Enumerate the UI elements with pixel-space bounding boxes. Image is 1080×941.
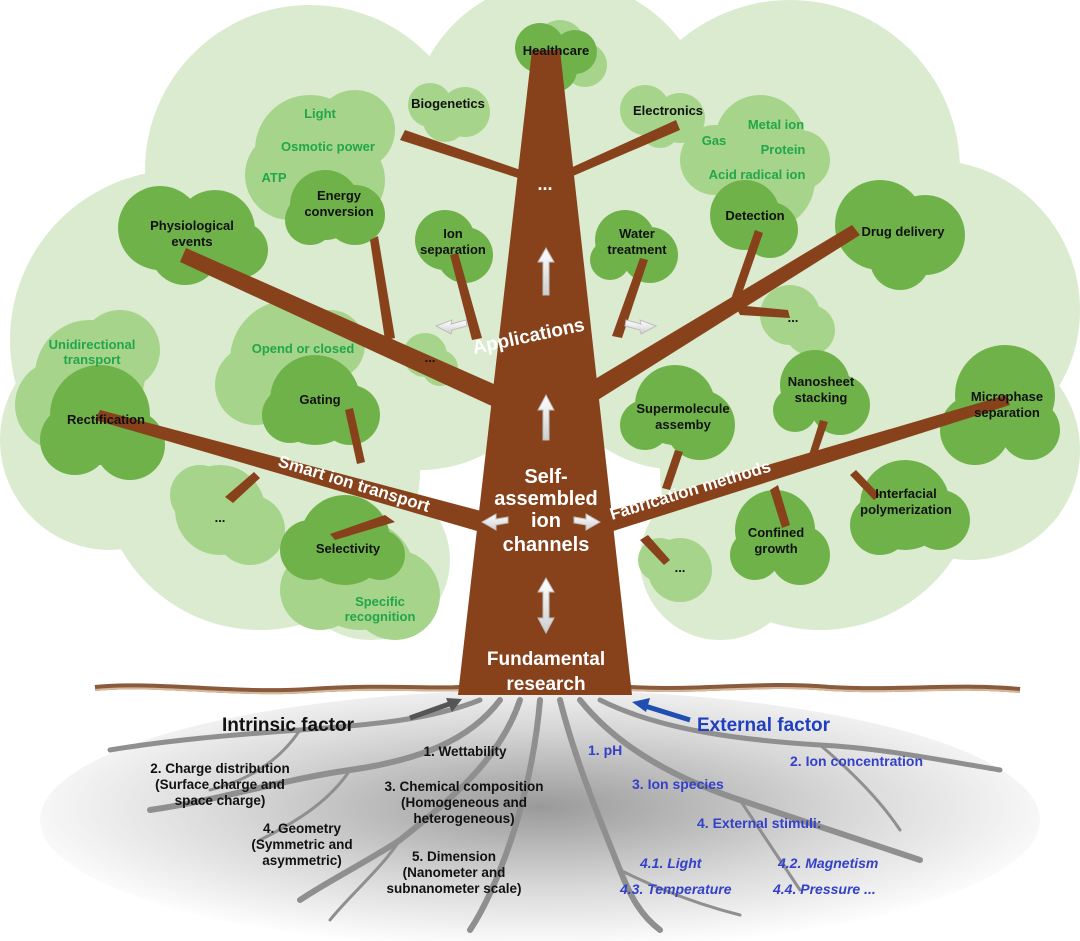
root-labels: Intrinsic factor External factor 1. Wett… [150,715,923,897]
external-1: 1. pH [588,742,622,758]
leaf-healthcare: Healthcare [523,43,589,58]
leaf-electronics: Electronics [633,103,703,118]
arrow-up-top-icon [537,246,555,296]
intrinsic-2c: space charge) [175,793,266,808]
external-4-4: 4.4. Pressure ... [772,881,876,897]
fundamental-line1: Fundamental [487,649,605,670]
leaf-rectification: Rectification [67,412,145,427]
applications-leaves: Healthcare Biogenetics Electronics Physi… [150,43,945,365]
center-line2: assembled [494,488,597,510]
external-arrow-icon [644,703,691,723]
fundamental-line2: research [506,674,585,695]
arrow-left-smart-icon [480,513,509,531]
fabrication-leaves: Supermolecule assemby Nanosheet stacking… [636,374,1043,575]
sub-light: Light [304,106,336,121]
leaf-more-right: ... [788,310,799,325]
center-line1: Self- [524,466,567,488]
sub-opend: Opend or closed [252,341,355,356]
sub-specific-2: recognition [345,609,416,624]
leaf-nano-1: Nanosheet [788,374,855,389]
external-4-2: 4.2. Magnetism [777,855,878,871]
intrinsic-3a: 3. Chemical composition [384,779,543,794]
leaf-water-2: treatment [607,242,667,257]
trunk [95,50,1010,695]
leaf-energy-1: Energy [317,188,362,203]
external-title: External factor [697,715,831,736]
leaf-inter-2: polymerization [860,502,952,517]
arrow-right-fab-icon [573,513,602,531]
external-4-3: 4.3. Temperature [619,881,732,897]
external-2: 2. Ion concentration [790,753,923,769]
leaf-ionsep-2: separation [420,242,486,257]
leaf-confined-2: growth [754,541,797,556]
leaf-inter-1: Interfacial [875,486,936,501]
sub-specific-1: Specific [355,594,405,609]
sub-atp: ATP [261,170,286,185]
sub-unidir-2: transport [63,352,121,367]
intrinsic-1: 1. Wettability [423,744,507,759]
leaf-physio-2: events [171,234,212,249]
sub-gas: Gas [702,133,727,148]
factor-arrows [409,698,691,723]
intrinsic-4b: (Symmetric and [251,837,352,852]
intrinsic-3c: heterogeneous) [413,811,514,826]
center-line4: channels [503,534,590,556]
sub-acid: Acid radical ion [709,167,806,182]
leaf-energy-2: conversion [304,204,373,219]
intrinsic-arrow-icon [409,700,453,721]
leaf-water-1: Water [619,226,655,241]
intrinsic-4a: 4. Geometry [263,821,342,836]
arrow-updown-icon [537,576,555,635]
leaf-supra-1: Supermolecule [636,401,729,416]
top-more-label: ... [537,174,552,194]
sub-osmotic: Osmotic power [281,139,375,154]
sub-protein: Protein [761,142,806,157]
intrinsic-title: Intrinsic factor [222,715,355,736]
leaf-selectivity: Selectivity [316,541,381,556]
external-3: 3. Ion species [632,776,724,792]
leaf-more-left: ... [425,350,436,365]
leaf-drug: Drug delivery [861,224,945,239]
leaf-detection: Detection [725,208,784,223]
leaf-micro-2: separation [974,405,1040,420]
leaf-physio-1: Physiological [150,218,234,233]
leaf-ionsep-1: Ion [443,226,463,241]
intrinsic-5a: 5. Dimension [412,849,496,864]
intrinsic-3b: (Homogeneous and [401,795,527,810]
leaf-supra-2: assemby [655,417,711,432]
leaf-micro-1: Microphase [971,389,1043,404]
intrinsic-4c: asymmetric) [262,853,342,868]
flow-arrows [434,246,658,635]
intrinsic-2b: (Surface charge and [155,777,285,792]
leaf-gating: Gating [299,392,340,407]
external-4-1: 4.1. Light [639,855,703,871]
leaf-fab-more: ... [675,560,686,575]
applications-subtopics: Light Osmotic power ATP Gas Metal ion Pr… [261,106,805,185]
intrinsic-5c: subnanometer scale) [386,881,521,896]
sub-metal: Metal ion [748,117,804,132]
leaf-nano-2: stacking [795,390,848,405]
leaf-confined-1: Confined [748,525,804,540]
intrinsic-5b: (Nanometer and [403,865,506,880]
dark-leaf-clusters [40,23,1060,585]
leaf-smart-more: ... [215,510,226,525]
arrow-left-app-icon [434,319,468,335]
external-4: 4. External stimuli: [697,815,821,831]
center-line3: ion [531,510,561,532]
trunk-labels: Self- assembled ion channels Fundamental… [487,174,605,695]
sub-unidir-1: Unidirectional [49,337,136,352]
arrow-up-mid-icon [537,393,555,441]
leaf-biogenetics: Biogenetics [411,96,485,111]
smart-leaves: Rectification Unidirectional transport G… [49,337,416,624]
intrinsic-2a: 2. Charge distribution [150,761,290,776]
arrow-right-app-icon [624,319,658,335]
ground-and-roots [40,683,1040,941]
